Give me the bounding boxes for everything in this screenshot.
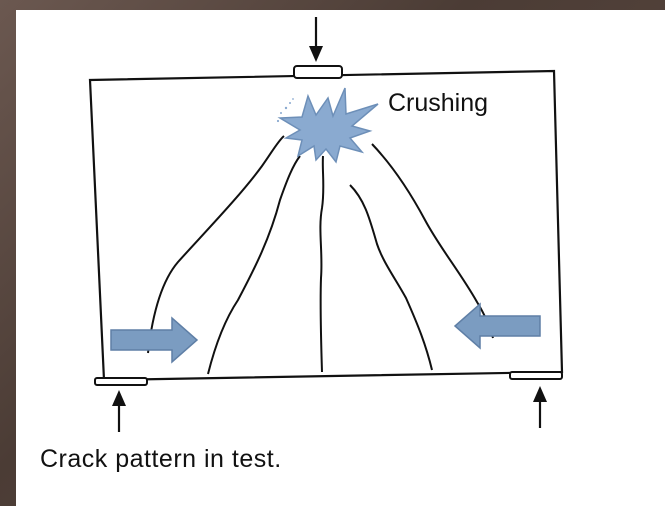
starburst-icon xyxy=(276,87,379,164)
figure-caption: Crack pattern in test. xyxy=(40,445,282,473)
arrow-up-icon xyxy=(533,386,547,428)
crack-line xyxy=(319,155,325,373)
block-arrow-right-icon xyxy=(110,316,199,364)
crack-line xyxy=(349,184,433,371)
load-plate xyxy=(293,65,343,79)
block-arrow-left-icon xyxy=(453,302,541,350)
crack-line xyxy=(147,135,285,354)
crack-line xyxy=(207,155,301,375)
crushing-label: Crushing xyxy=(388,89,489,117)
arrow-up-icon xyxy=(112,390,126,432)
support-plate-right xyxy=(509,371,563,380)
arrow-down-icon xyxy=(309,17,323,62)
support-plate-left xyxy=(94,377,148,386)
slide-panel xyxy=(16,10,665,506)
